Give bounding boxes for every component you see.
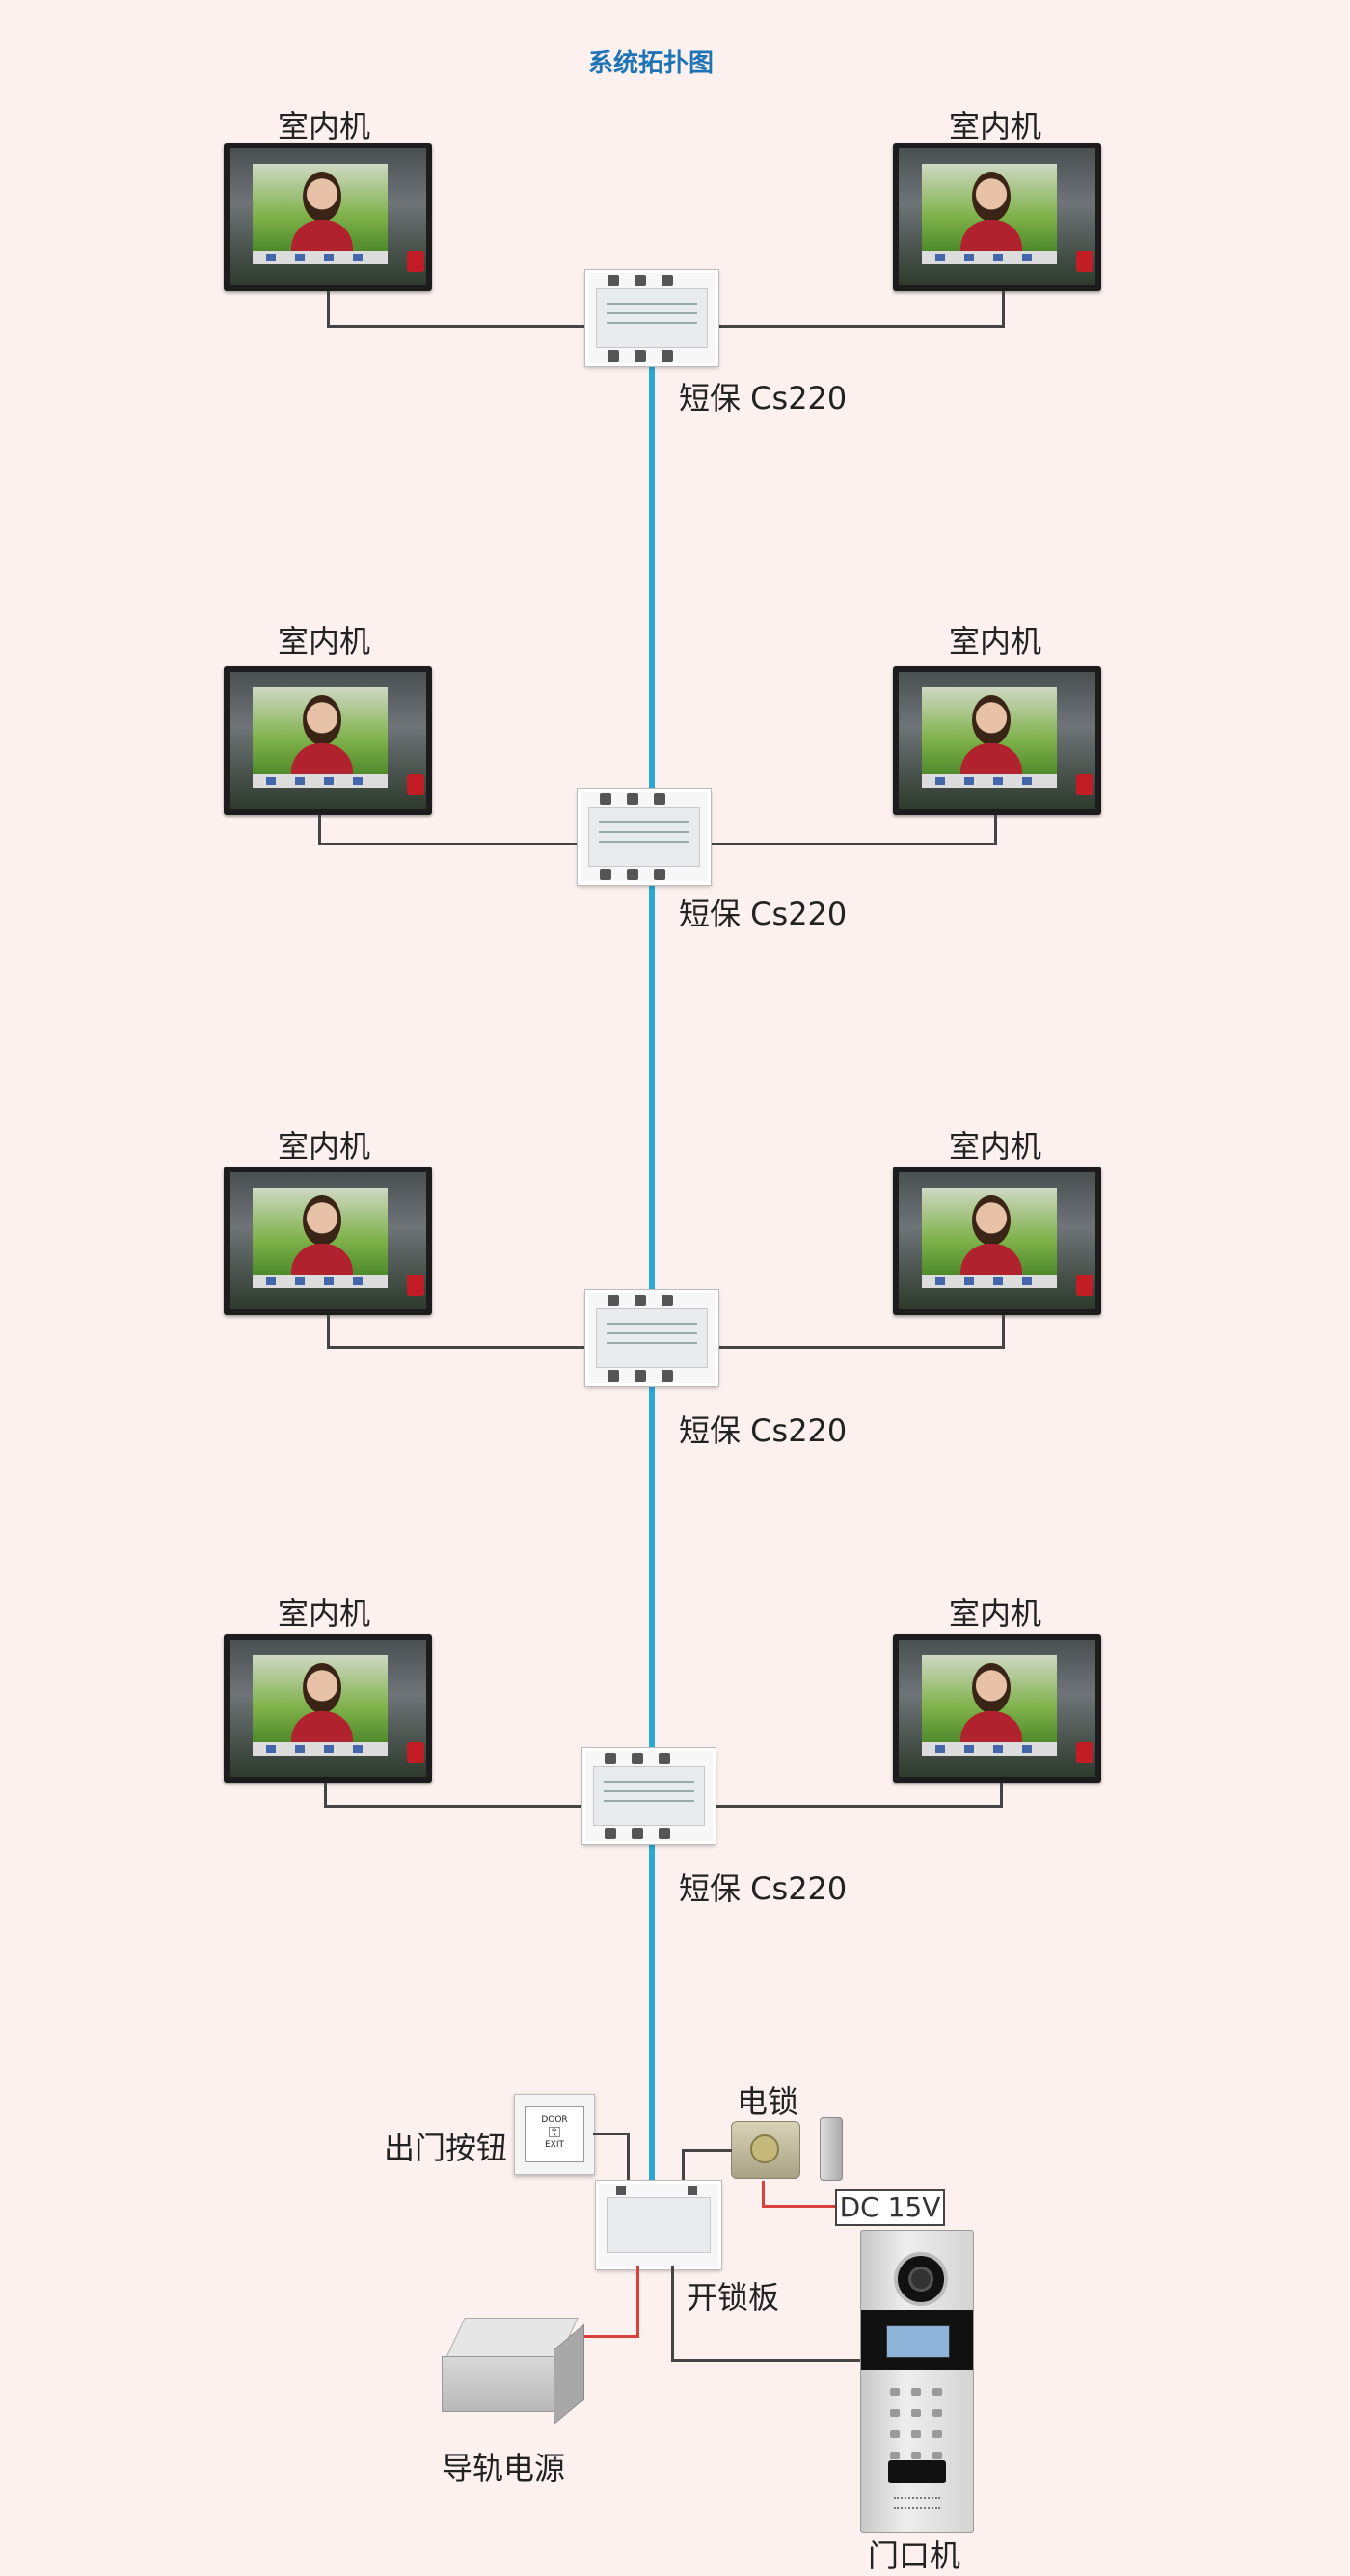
rail-power-label: 导轨电源 bbox=[442, 2450, 566, 2486]
signal-wire bbox=[671, 2266, 674, 2362]
indoor-monitor bbox=[224, 1167, 432, 1315]
signal-wire bbox=[1000, 1783, 1003, 1808]
signal-wire bbox=[327, 325, 587, 328]
main-bus-wire bbox=[649, 364, 655, 2187]
signal-wire bbox=[318, 843, 579, 845]
signal-wire bbox=[1002, 1315, 1005, 1349]
power-wire bbox=[636, 2266, 639, 2338]
signal-wire bbox=[716, 325, 1005, 328]
power-wire bbox=[540, 2335, 639, 2338]
dc-power-spec: DC 15V bbox=[835, 2189, 945, 2226]
electric-lock-device bbox=[731, 2117, 843, 2181]
protector-label-1: 短保 Cs220 bbox=[679, 380, 848, 416]
indoor-monitor bbox=[893, 1167, 1101, 1315]
signal-wire bbox=[671, 2359, 862, 2362]
protector-cs220 bbox=[585, 1290, 718, 1386]
signal-wire bbox=[327, 1346, 587, 1349]
door-station-label: 门口机 bbox=[868, 2537, 961, 2574]
indoor-unit-label-4-left: 室内机 bbox=[278, 1596, 371, 1632]
rail-power-supply-device bbox=[442, 2318, 586, 2426]
indoor-unit-label-1-right: 室内机 bbox=[949, 108, 1042, 145]
indoor-unit-label-2-right: 室内机 bbox=[949, 623, 1042, 659]
camera-icon bbox=[894, 2252, 948, 2306]
signal-wire bbox=[994, 815, 997, 845]
speaker-icon bbox=[894, 2497, 940, 2509]
indoor-monitor bbox=[224, 1634, 432, 1783]
exit-button-label: 出门按钮 bbox=[384, 2130, 508, 2166]
diagram-title: 系统拓扑图 bbox=[587, 49, 714, 78]
unlock-board-device bbox=[596, 2181, 721, 2269]
indoor-monitor bbox=[224, 666, 432, 815]
protector-label-4: 短保 Cs220 bbox=[679, 1870, 848, 1907]
indoor-unit-label-1-left: 室内机 bbox=[278, 108, 371, 145]
indoor-unit-label-4-right: 室内机 bbox=[949, 1596, 1042, 1632]
signal-wire bbox=[716, 1346, 1005, 1349]
electric-lock-label: 电锁 bbox=[737, 2083, 799, 2120]
protector-cs220 bbox=[585, 270, 718, 366]
card-reader-icon bbox=[888, 2460, 946, 2483]
signal-wire bbox=[327, 1315, 330, 1349]
indoor-monitor bbox=[893, 1634, 1101, 1783]
signal-wire bbox=[324, 1783, 327, 1808]
signal-wire bbox=[708, 843, 997, 845]
signal-wire bbox=[627, 2133, 630, 2183]
exit-button-plate-bottom: EXIT bbox=[544, 2140, 564, 2150]
exit-button-plate-top: DOOR bbox=[541, 2115, 568, 2125]
indoor-unit-label-3-right: 室内机 bbox=[949, 1128, 1042, 1165]
unlock-board-label: 开锁板 bbox=[687, 2279, 780, 2316]
signal-wire bbox=[714, 1805, 1003, 1808]
protector-label-2: 短保 Cs220 bbox=[679, 896, 848, 932]
signal-wire bbox=[324, 1805, 584, 1808]
protector-cs220 bbox=[582, 1748, 716, 1844]
protector-label-3: 短保 Cs220 bbox=[679, 1412, 848, 1449]
indoor-unit-label-3-left: 室内机 bbox=[278, 1128, 371, 1165]
indoor-monitor bbox=[893, 143, 1101, 291]
indoor-unit-label-2-left: 室内机 bbox=[278, 623, 371, 659]
protector-cs220 bbox=[578, 789, 711, 885]
signal-wire bbox=[327, 291, 330, 328]
door-station-device bbox=[860, 2230, 974, 2533]
indoor-monitor bbox=[893, 666, 1101, 815]
exit-button-device: DOOR⚿EXIT bbox=[514, 2094, 595, 2175]
power-wire bbox=[762, 2205, 835, 2208]
signal-wire bbox=[682, 2149, 732, 2152]
signal-wire bbox=[1002, 291, 1005, 328]
signal-wire bbox=[682, 2149, 685, 2184]
signal-wire bbox=[318, 815, 321, 845]
indoor-monitor bbox=[224, 143, 432, 291]
signal-wire bbox=[593, 2133, 630, 2135]
power-wire bbox=[762, 2181, 765, 2208]
key-icon: ⚿ bbox=[548, 2123, 561, 2141]
